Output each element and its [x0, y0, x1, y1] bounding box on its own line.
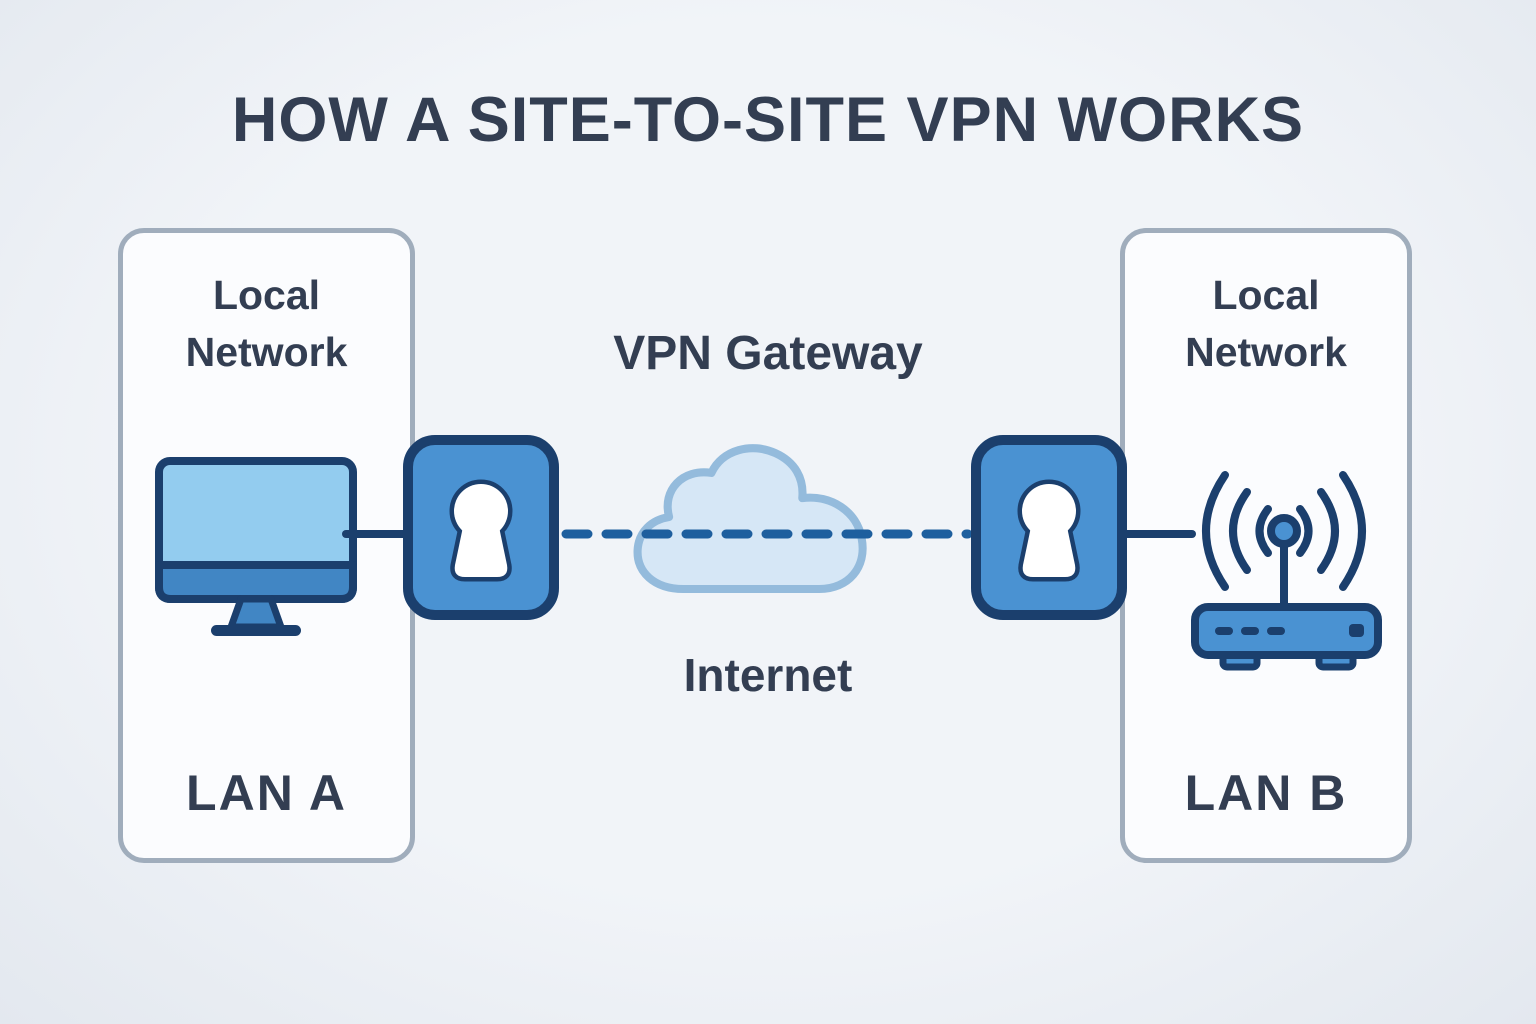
diagram-title: HOW A SITE-TO-SITE VPN WORKS: [231, 85, 1305, 155]
lan-a-panel: Local Network LAN A: [118, 228, 415, 863]
lan-b-panel: Local Network: [1120, 228, 1412, 863]
wifi-router-icon: [1191, 471, 1382, 671]
lan-a-header: Local Network: [185, 272, 348, 375]
lan-b-label: LAN B: [1184, 765, 1348, 821]
internet-label: Internet: [683, 649, 853, 701]
internet-cloud-icon: [633, 444, 867, 594]
vpn-gateway-label: VPN Gateway: [613, 327, 923, 380]
vpn-gateway-a-keyhole-lock-icon: [403, 435, 559, 620]
desktop-computer-icon: [155, 457, 357, 636]
lan-b-header: Local Network: [1185, 272, 1347, 375]
vpn-gateway-b-keyhole-lock-icon: [971, 435, 1127, 620]
lan-a-label: LAN A: [186, 765, 347, 821]
